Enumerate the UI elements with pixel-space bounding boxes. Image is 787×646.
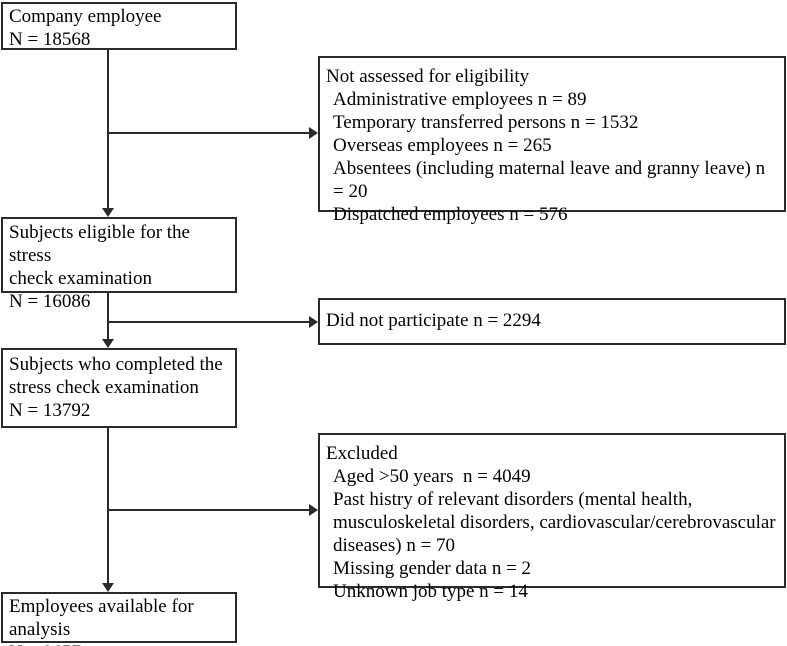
connector-vertical-3 — [107, 428, 109, 583]
eligible-count: N = 16086 — [9, 291, 91, 312]
eligible-label: check examination — [9, 268, 152, 289]
connector-branch-3 — [107, 509, 309, 511]
not-assessed-item: Temporary transferred persons n = 1532 — [333, 112, 639, 133]
box-analysis: Employees available for analysis N = 965… — [1, 592, 237, 646]
company-count: N = 18568 — [9, 29, 91, 50]
completed-label: stress check examination — [9, 377, 199, 398]
eligible-label: Subjects eligible for the stress — [9, 222, 195, 266]
arrowhead-right-icon — [309, 316, 318, 328]
analysis-label: Employees available for analysis — [9, 596, 199, 640]
connector-vertical-2 — [107, 293, 109, 339]
excluded-item: Past histry of relevant disorders (menta… — [333, 489, 781, 556]
arrowhead-down-icon — [102, 208, 114, 217]
arrowhead-down-icon — [102, 339, 114, 348]
box-company-employee: Company employee N = 18568 — [1, 2, 237, 50]
connector-branch-2 — [107, 321, 309, 323]
not-assessed-title: Not assessed for eligibility — [326, 66, 530, 87]
not-assessed-item: Administrative employees n = 89 — [333, 89, 587, 110]
arrowhead-right-icon — [309, 504, 318, 516]
excluded-item: Missing gender data n = 2 — [333, 558, 532, 579]
not-assessed-item: Overseas employees n = 265 — [333, 135, 552, 156]
box-excluded: Excluded Aged >50 years n = 4049 Past hi… — [318, 433, 786, 602]
box-did-not-participate: Did not participate n = 2294 — [318, 298, 786, 345]
connector-vertical-1 — [107, 50, 109, 208]
did-not-participate-label: Did not participate n = 2294 — [326, 310, 541, 331]
box-not-assessed: Not assessed for eligibility Administrat… — [318, 56, 786, 225]
arrowhead-down-icon — [102, 583, 114, 592]
not-assessed-item: Dispatched employees n = 576 — [333, 204, 568, 225]
excluded-title: Excluded — [326, 443, 398, 464]
box-completed-subjects: Subjects who completed the stress check … — [1, 348, 237, 428]
not-assessed-item: Absentees (including maternal leave and … — [333, 158, 770, 202]
excluded-item: Unknown job type n = 14 — [333, 581, 528, 602]
box-eligible-subjects: Subjects eligible for the stress check e… — [1, 217, 237, 312]
arrowhead-right-icon — [309, 127, 318, 139]
connector-branch-1 — [107, 132, 309, 134]
company-label: Company employee — [9, 6, 162, 27]
analysis-count: N = 9657 — [9, 641, 229, 646]
completed-label: Subjects who completed the — [9, 354, 223, 375]
completed-count: N = 13792 — [9, 400, 91, 421]
excluded-item: Aged >50 years n = 4049 — [333, 466, 531, 487]
